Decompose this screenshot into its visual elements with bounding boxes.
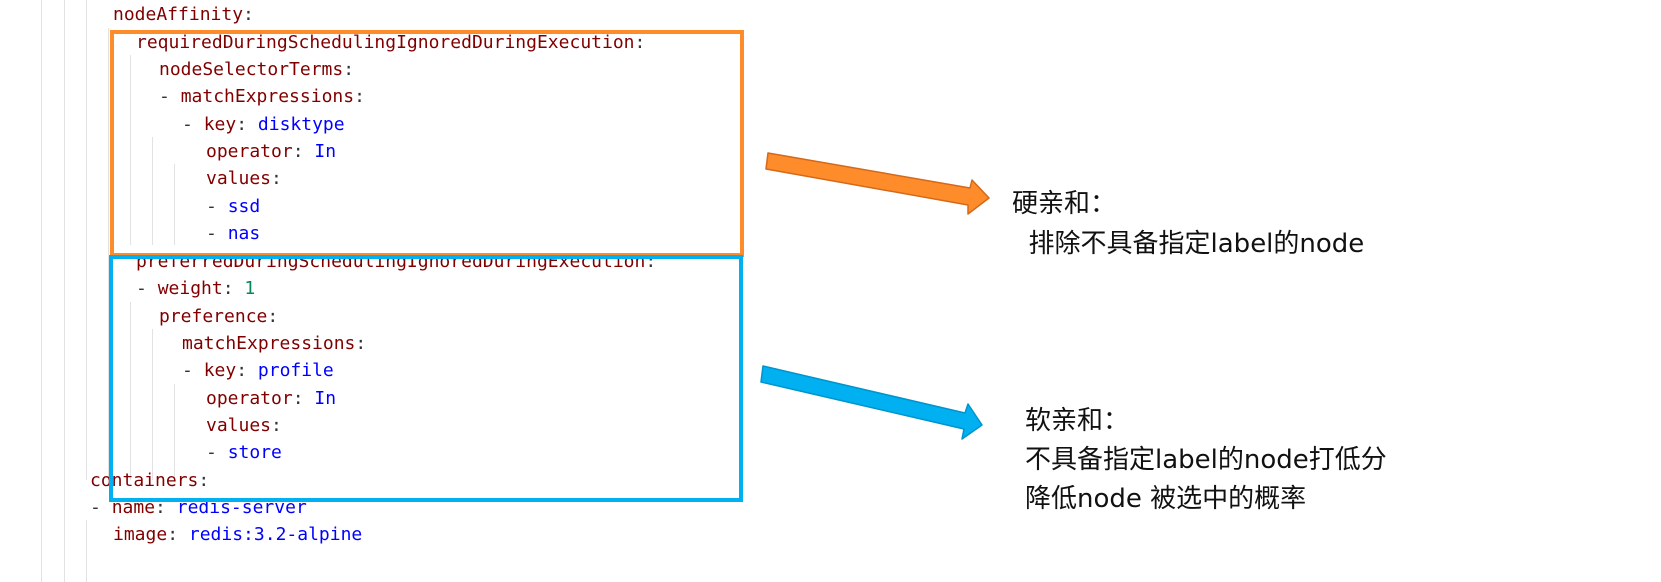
code-key: operator (206, 141, 293, 162)
indent-guide (130, 302, 131, 480)
soft-affinity-description: 不具备指定label的node打低分 (1025, 445, 1387, 475)
indent-guide (174, 384, 175, 480)
code-key: key (203, 114, 237, 135)
code-key: image (113, 524, 168, 545)
code-key: matchExpressions (180, 86, 355, 107)
code-value: In (314, 141, 337, 162)
code-separator: : (198, 470, 210, 491)
code-key: nodeSelectorTerms (159, 59, 344, 80)
code-line: operator: In (206, 384, 336, 413)
code-value: profile (257, 360, 334, 381)
code-line: preference: (159, 302, 278, 331)
code-key: requiredDuringSchedulingIgnoredDuringExe… (136, 32, 635, 53)
soft-affinity-arrow (760, 365, 983, 440)
code-dash: - (182, 360, 204, 381)
code-line: nodeAffinity: (113, 0, 254, 29)
indent-guide (152, 137, 153, 245)
hard-affinity-description: 排除不具备指定label的node (1012, 229, 1365, 259)
code-line: - key: disktype (182, 110, 345, 139)
code-value: nas (227, 223, 261, 244)
code-separator: : (155, 497, 177, 518)
code-line: - store (206, 438, 282, 467)
code-key: preference (159, 306, 268, 327)
code-line: operator: In (206, 137, 336, 166)
code-separator: : (354, 86, 365, 107)
code-line: - key: profile (182, 356, 334, 385)
code-separator: : (267, 306, 279, 327)
code-line: nodeSelectorTerms: (159, 55, 354, 84)
code-separator: : (343, 59, 355, 80)
code-line: - weight: 1 (136, 274, 255, 303)
code-value: store (227, 442, 282, 463)
indent-guide (130, 55, 131, 245)
code-line: values: (206, 164, 282, 193)
code-line: containers: (90, 466, 209, 495)
code-key: values (206, 168, 272, 189)
code-key: weight (157, 278, 223, 299)
code-separator: : (236, 114, 258, 135)
code-line: - nas (206, 219, 260, 248)
code-value: ssd (227, 196, 261, 217)
code-dash: - (206, 442, 228, 463)
code-value: redis:3.2-alpine (188, 524, 363, 545)
indent-guide (86, 520, 87, 582)
code-dash: - (136, 278, 158, 299)
code-line: image: redis:3.2-alpine (113, 520, 362, 549)
code-separator: : (292, 388, 315, 409)
code-separator: : (355, 333, 367, 354)
code-line: values: (206, 411, 282, 440)
hard-affinity-title: 硬亲和： (1012, 189, 1117, 219)
code-line: matchExpressions: (182, 329, 366, 358)
hard-affinity-highlight-box (110, 30, 744, 257)
hard-affinity-arrow (765, 152, 990, 215)
code-separator: : (243, 4, 254, 25)
code-line: - ssd (206, 192, 260, 221)
indent-guide (41, 0, 42, 582)
code-separator: : (634, 32, 646, 53)
code-key: operator (206, 388, 293, 409)
code-key: containers (90, 470, 199, 491)
code-separator: : (292, 141, 315, 162)
code-dash: - (159, 86, 181, 107)
soft-affinity-description-2: 降低node 被选中的概率 (1025, 484, 1307, 514)
indent-guide (108, 28, 109, 480)
code-value: disktype (257, 114, 345, 135)
code-value: redis-server (176, 497, 307, 518)
code-line: - name: redis-server (90, 493, 307, 522)
code-key: matchExpressions (182, 333, 356, 354)
code-separator: : (167, 524, 189, 545)
code-separator: : (271, 415, 282, 436)
indent-guide (64, 0, 65, 582)
code-dash: - (182, 114, 204, 135)
code-separator: : (236, 360, 258, 381)
code-separator: : (271, 168, 282, 189)
soft-affinity-highlight-box (109, 255, 743, 502)
code-dash: - (90, 497, 112, 518)
code-key: nodeAffinity (113, 4, 244, 25)
code-line: requiredDuringSchedulingIgnoredDuringExe… (136, 28, 645, 57)
code-value: 1 (244, 278, 256, 299)
soft-affinity-title: 软亲和： (1025, 406, 1130, 436)
code-dash: - (206, 223, 228, 244)
code-key: values (206, 415, 272, 436)
code-dash: - (206, 196, 228, 217)
code-separator: : (645, 251, 657, 272)
indent-guide (174, 164, 175, 245)
code-key: key (203, 360, 237, 381)
indent-guide (86, 0, 87, 480)
indent-guide (152, 329, 153, 480)
code-line: - matchExpressions: (159, 82, 365, 111)
code-value: In (314, 388, 337, 409)
code-separator: : (222, 278, 245, 299)
code-key: name (111, 497, 156, 518)
